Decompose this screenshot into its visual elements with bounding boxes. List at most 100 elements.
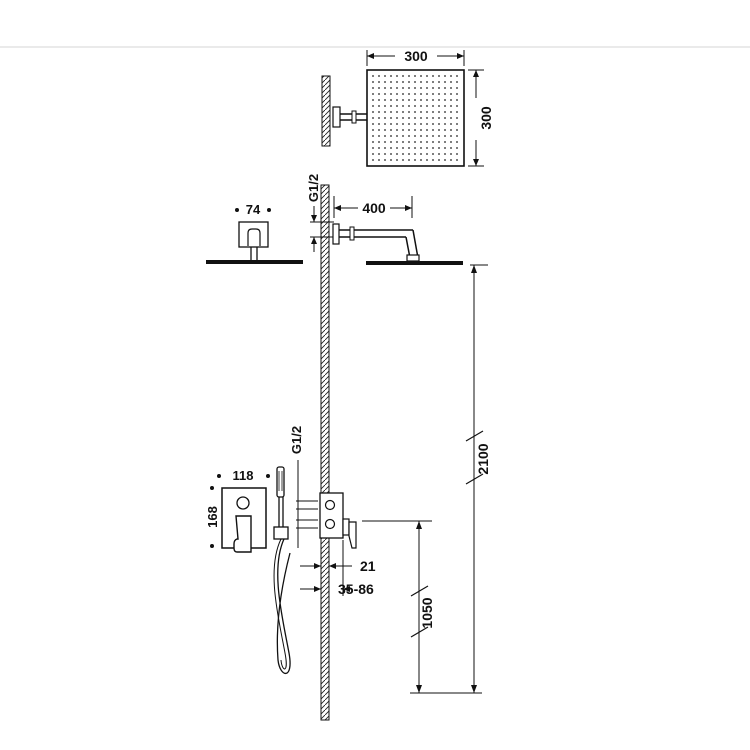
head-height-dimension: 2100 (465, 264, 491, 693)
arm-length-label: 400 (362, 200, 386, 216)
nozzle-dot (414, 135, 416, 137)
depth-dimensions: 21 35-86 (300, 540, 376, 597)
nozzle-dot (396, 105, 398, 107)
nozzle-dot (432, 111, 434, 113)
nozzle-dot (378, 123, 380, 125)
nozzle-dot (444, 93, 446, 95)
nozzle-dot (420, 87, 422, 89)
nozzle-dot (432, 147, 434, 149)
top-arm-ring (351, 110, 357, 124)
nozzle-dot (408, 87, 410, 89)
nozzle-dot (390, 153, 392, 155)
nozzle-dot (432, 135, 434, 137)
nozzle-dot (384, 117, 386, 119)
nozzle-dot (432, 87, 434, 89)
nozzle-dot (450, 135, 452, 137)
nozzle-dot (456, 147, 458, 149)
nozzle-dot (372, 93, 374, 95)
nozzle-dot (414, 75, 416, 77)
nozzle-dot (414, 123, 416, 125)
nozzle-dot (444, 129, 446, 131)
nozzle-dot (378, 105, 380, 107)
head-height-label: 2100 (475, 443, 491, 474)
nozzle-dot (378, 147, 380, 149)
nozzle-dot (408, 141, 410, 143)
diverter-knob (236, 496, 250, 510)
arm-wall-flange (332, 223, 340, 245)
nozzle-dot (414, 147, 416, 149)
nozzle-dot (438, 159, 440, 161)
nozzle-dot (432, 99, 434, 101)
nozzle-dot (384, 87, 386, 89)
nozzle-dot (372, 153, 374, 155)
head-width-label: 300 (404, 48, 428, 64)
nozzle-dot (432, 117, 434, 119)
nozzle-dot (426, 93, 428, 95)
arm-ring (349, 226, 355, 241)
nozzle-dot (444, 153, 446, 155)
nozzle-dot (450, 141, 452, 143)
nozzle-dot (414, 141, 416, 143)
nozzle-dot (378, 159, 380, 161)
nozzle-dot (402, 153, 404, 155)
nozzle-dot (420, 117, 422, 119)
nozzle-dot (408, 153, 410, 155)
nozzle-dot (384, 81, 386, 83)
nozzle-dot (372, 81, 374, 83)
nozzle-dot (432, 123, 434, 125)
nozzle-dot (372, 135, 374, 137)
nozzle-dot (456, 117, 458, 119)
front-head-side (206, 260, 303, 264)
head-connector (406, 254, 420, 262)
hand-shower-head (276, 466, 285, 498)
nozzle-dot (390, 81, 392, 83)
nozzle-dot (444, 123, 446, 125)
nozzle-dot (420, 141, 422, 143)
nozzle-dot (450, 93, 452, 95)
nozzle-dot (438, 153, 440, 155)
nozzle-dot (444, 141, 446, 143)
nozzle-dot (396, 99, 398, 101)
arm-flange-front-view: 74 (206, 202, 303, 264)
nozzle-dot (402, 87, 404, 89)
nozzle-dot (408, 147, 410, 149)
nozzle-dot (396, 81, 398, 83)
nozzle-dot (450, 87, 452, 89)
nozzle-dot (444, 111, 446, 113)
nozzle-dot (438, 93, 440, 95)
nozzle-dot (456, 93, 458, 95)
nozzle-dot (408, 81, 410, 83)
nozzle-dot (438, 81, 440, 83)
nozzle-dot (402, 111, 404, 113)
nozzle-dot (426, 135, 428, 137)
nozzle-dot (450, 75, 452, 77)
nozzle-dot (414, 81, 416, 83)
top-wall-section (321, 75, 331, 147)
valve-cartridge (342, 518, 350, 536)
nozzle-dot (444, 105, 446, 107)
main-wall-section (320, 184, 330, 721)
plate-width-label: 118 (233, 468, 254, 483)
valve-body (319, 492, 344, 539)
nozzle-dot (372, 147, 374, 149)
nozzle-dot (438, 129, 440, 131)
nozzle-dot (408, 99, 410, 101)
nozzle-dot (390, 111, 392, 113)
wall-offset-label: 21 (360, 558, 376, 574)
plate-height-label: 168 (205, 506, 220, 528)
nozzle-dot (426, 75, 428, 77)
nozzle-dot (444, 117, 446, 119)
nozzle-dot (372, 123, 374, 125)
nozzle-dot (426, 129, 428, 131)
nozzle-dot (414, 129, 416, 131)
nozzle-dot (396, 111, 398, 113)
nozzle-dot (372, 129, 374, 131)
nozzle-dot (420, 129, 422, 131)
nozzle-dot (426, 159, 428, 161)
nozzle-dot (456, 105, 458, 107)
hand-shower (273, 466, 291, 675)
nozzle-dot (396, 87, 398, 89)
nozzle-dot (408, 75, 410, 77)
nozzle-dot (384, 105, 386, 107)
